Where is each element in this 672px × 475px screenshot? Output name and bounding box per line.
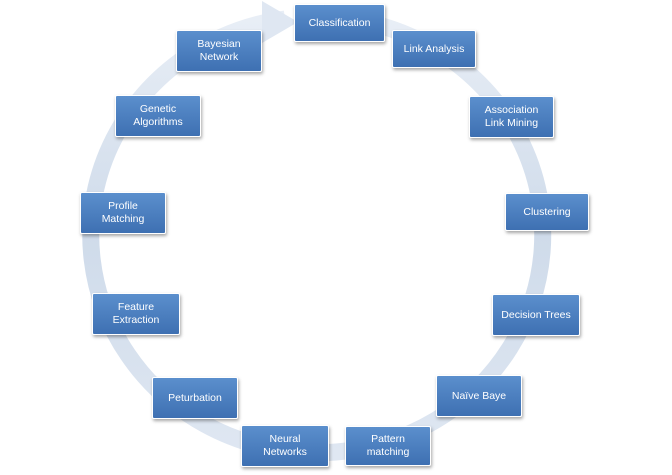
node-genetic-algorithms: Genetic Algorithms xyxy=(115,95,201,137)
node-label: Peturbation xyxy=(168,391,222,404)
node-profile-matching: Profile Matching xyxy=(80,192,166,234)
ring-arrowhead xyxy=(262,1,298,43)
node-label: Association Link Mining xyxy=(484,104,539,129)
node-label: Naïve Baye xyxy=(451,389,507,402)
node-naive-baye: Naïve Baye xyxy=(436,375,522,417)
node-label: Classification xyxy=(308,16,371,29)
node-label: Genetic Algorithms xyxy=(133,103,183,128)
node-feature-extraction: Feature Extraction xyxy=(92,293,180,335)
node-pattern-matching: Pattern matching xyxy=(345,426,431,466)
node-association-link-mining: Association Link Mining xyxy=(469,96,554,138)
node-bayesian-network: Bayesian Network xyxy=(176,30,262,72)
node-label: Bayesian Network xyxy=(197,38,241,63)
node-label: Pattern matching xyxy=(366,433,410,458)
node-classification: Classification xyxy=(294,4,385,42)
node-label: Clustering xyxy=(523,205,571,218)
node-label: Neural Networks xyxy=(263,433,307,458)
node-decision-trees: Decision Trees xyxy=(492,294,580,336)
node-label: Link Analysis xyxy=(403,42,465,55)
node-peturbation: Peturbation xyxy=(152,377,238,419)
node-neural-networks: Neural Networks xyxy=(241,425,329,467)
node-label: Decision Trees xyxy=(501,308,571,321)
node-label: Feature Extraction xyxy=(112,301,160,326)
node-link-analysis: Link Analysis xyxy=(392,30,476,68)
node-label: Profile Matching xyxy=(101,200,145,225)
node-clustering: Clustering xyxy=(505,193,589,231)
